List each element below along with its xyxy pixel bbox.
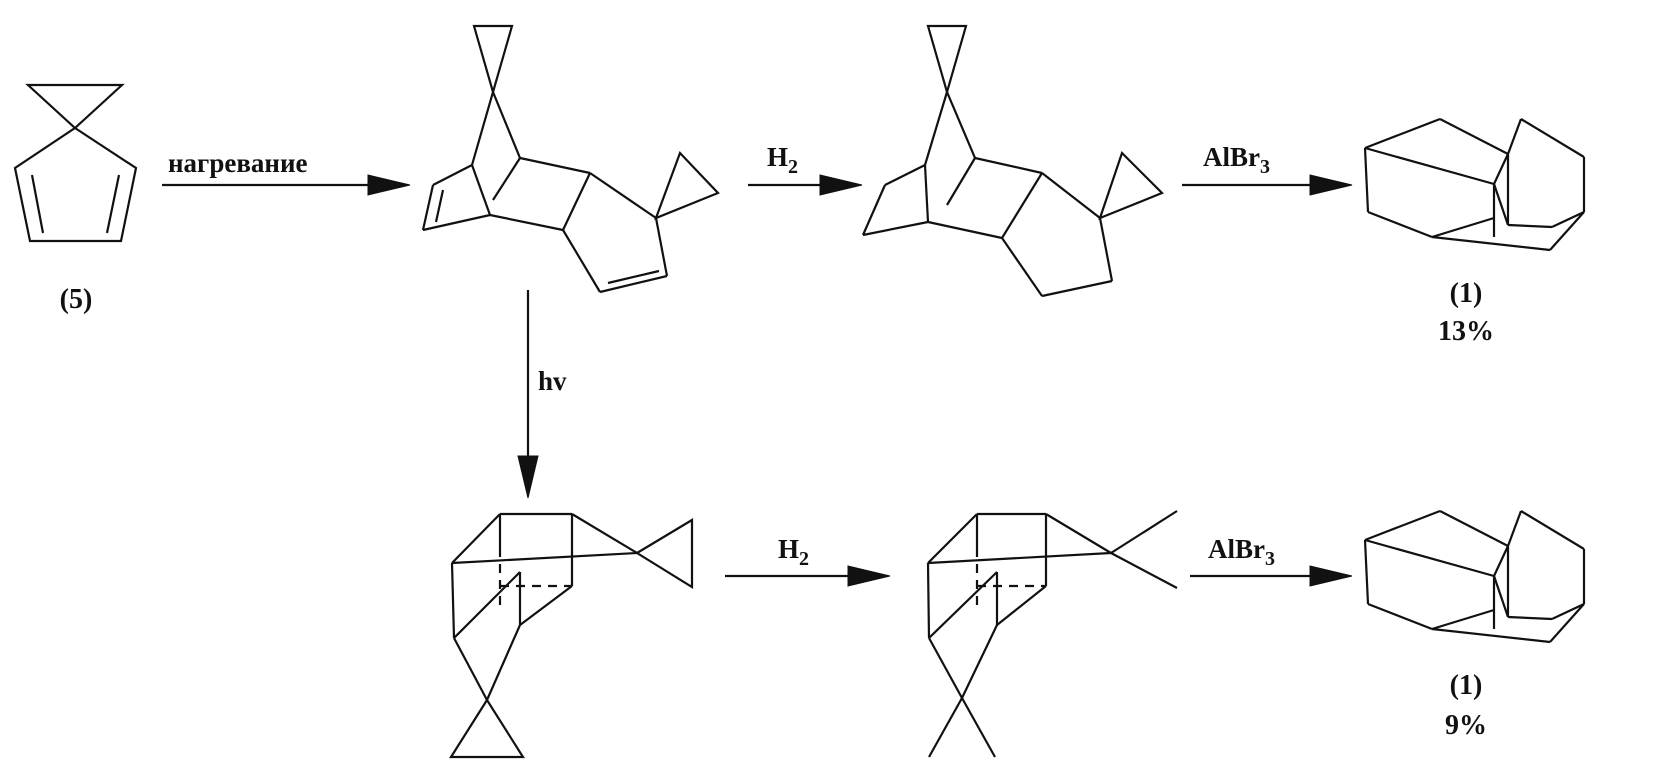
- yield-top: 13%: [1438, 316, 1494, 347]
- compound-label-5: (5): [59, 284, 93, 315]
- condition-h2-bottom-sub: 2: [799, 548, 810, 570]
- condition-h2-top: H2: [767, 142, 798, 178]
- condition-h2-top-main: H: [767, 142, 789, 172]
- arrow-hydrogenation-bottom: [725, 565, 891, 587]
- arrow-heating: [162, 174, 411, 196]
- structure-spiro-diene: [13, 83, 138, 243]
- arrow-photolysis: [517, 290, 539, 499]
- arrow-lewis-acid-top: [1182, 174, 1353, 196]
- structure-photocage: [449, 512, 694, 759]
- condition-h2-top-sub: 2: [788, 156, 799, 178]
- condition-albr3-top-sub: 3: [1260, 156, 1270, 178]
- condition-albr3-bottom-main: AlBr: [1208, 534, 1265, 564]
- condition-albr3-top-main: AlBr: [1203, 142, 1260, 172]
- condition-h2-bottom: H2: [778, 534, 809, 570]
- condition-albr3-bottom: AlBr3: [1208, 534, 1275, 570]
- yield-bottom: 9%: [1445, 710, 1487, 741]
- condition-h2-bottom-main: H: [778, 534, 800, 564]
- structure-diels-alder-dimer: [421, 24, 720, 294]
- arrow-lewis-acid-bottom: [1190, 565, 1353, 587]
- compound-label-1-top: (1): [1449, 278, 1483, 309]
- condition-hv: hv: [538, 366, 567, 396]
- structure-product-bottom: [1363, 509, 1586, 644]
- condition-albr3-top: AlBr3: [1203, 142, 1270, 178]
- condition-heating: нагревание: [168, 148, 308, 178]
- structure-dimethyl-cage: [926, 510, 1178, 758]
- condition-albr3-bottom-sub: 3: [1265, 548, 1275, 570]
- compound-label-1-bottom: (1): [1449, 670, 1483, 701]
- structure-hydrogenated-dimer: [861, 24, 1164, 298]
- structure-product-top: [1363, 117, 1586, 252]
- arrow-hydrogenation-top: [748, 174, 863, 196]
